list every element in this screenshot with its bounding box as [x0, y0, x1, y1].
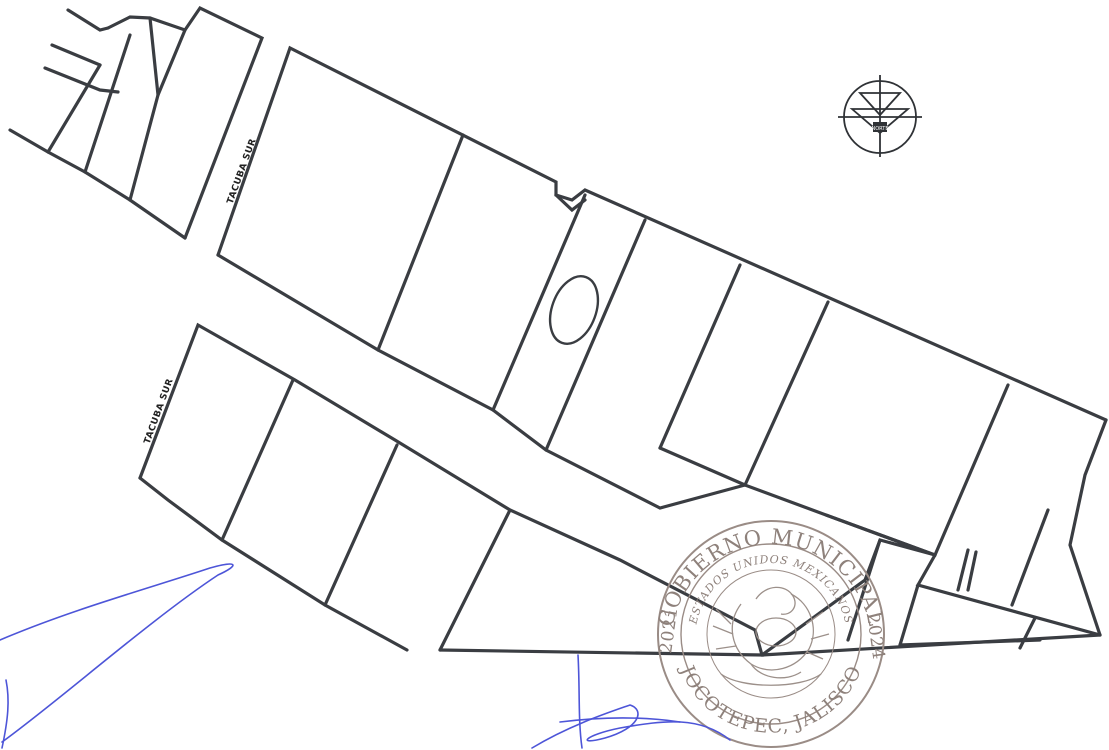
parcel-block-upper — [216, 45, 1108, 657]
seal-text-top: GOBIERNO MUNICIPAL — [654, 524, 889, 628]
signature-right — [531, 654, 731, 749]
eagle-emblem-icon — [712, 586, 830, 686]
street-label-upper-group: TACUBA SUR — [226, 137, 259, 205]
roundabout-ellipse — [548, 275, 600, 345]
north-label: NORTE — [872, 126, 889, 132]
street-label-upper: TACUBA SUR — [226, 137, 259, 205]
street-label-lower: TACUBA SUR — [143, 377, 176, 445]
parcel-group-top-left — [8, 5, 265, 240]
north-arrow-icon: NORTE — [838, 75, 922, 157]
municipal-seal: GOBIERNO MUNICIPAL JOCOTEPEC, JALISCO ES… — [654, 520, 889, 748]
signature-left — [0, 563, 234, 749]
street-label-lower-group: TACUBA SUR — [143, 377, 176, 445]
parcel-block-lower — [138, 322, 1102, 657]
